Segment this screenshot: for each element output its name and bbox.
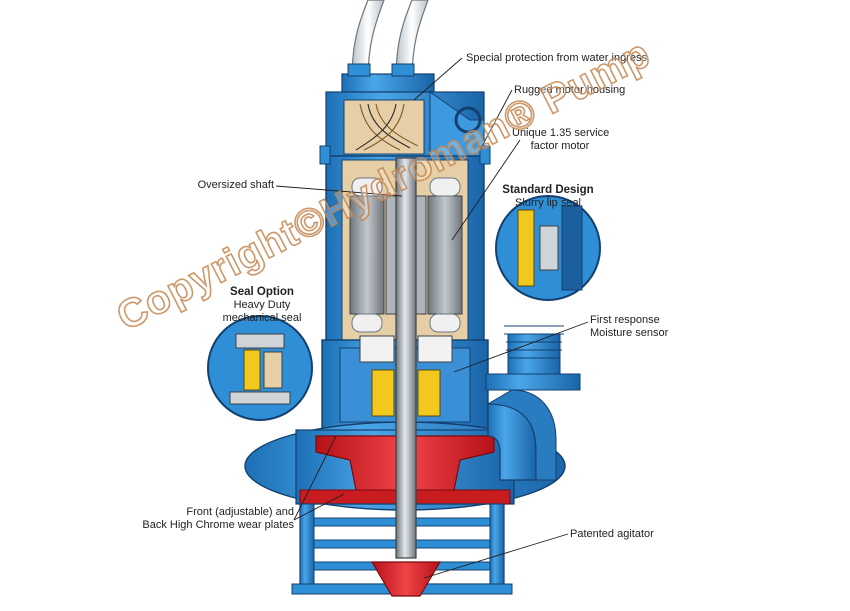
cable-hoses	[351, 0, 429, 81]
service-factor-line-2: factor motor	[530, 140, 590, 152]
motor-housing	[319, 145, 491, 353]
service-factor-line-1: Unique 1.35 service	[512, 127, 610, 139]
heavy-duty-text: Heavy Duty	[233, 299, 291, 311]
first-response-text: First response	[590, 314, 660, 326]
seal-option-label: Seal Option Heavy Duty mechanical seal	[212, 286, 312, 325]
lip-seal-inset	[495, 195, 601, 301]
mechanical-seal-inset	[207, 315, 313, 421]
wear-plates-line-1: Front (adjustable) and	[186, 506, 294, 518]
slurry-lip-seal-text: Slurry lip seal	[514, 197, 582, 209]
oversized-shaft-label: Oversized shaft	[197, 179, 274, 191]
motor-shaft	[395, 157, 417, 559]
service-factor-label: Unique 1.35 service factor motor	[512, 127, 610, 153]
standard-design-label: Standard Design Slurry lip seal	[498, 184, 598, 210]
mechanical-seal-text: mechanical seal	[222, 312, 302, 324]
agitator	[370, 561, 442, 597]
motor-housing-label: Rugged motor housing	[514, 84, 626, 96]
moisture-sensor-label: First response Moisture sensor	[590, 314, 668, 340]
wear-plates-label: Front (adjustable) and Back High Chrome …	[124, 506, 294, 532]
cable-entry-cap	[325, 63, 485, 157]
discharge-outlet	[485, 325, 581, 481]
motor-wires	[355, 103, 419, 151]
wear-plates-line-2: Back High Chrome wear plates	[142, 519, 294, 531]
leader-lines	[275, 57, 589, 579]
patented-agitator-label: Patented agitator	[570, 528, 654, 540]
standard-design-heading: Standard Design	[502, 184, 594, 196]
water-ingress-label: Special protection from water ingress	[466, 52, 647, 64]
moisture-sensor-text: Moisture sensor	[590, 327, 669, 339]
seal-option-heading: Seal Option	[230, 286, 294, 298]
